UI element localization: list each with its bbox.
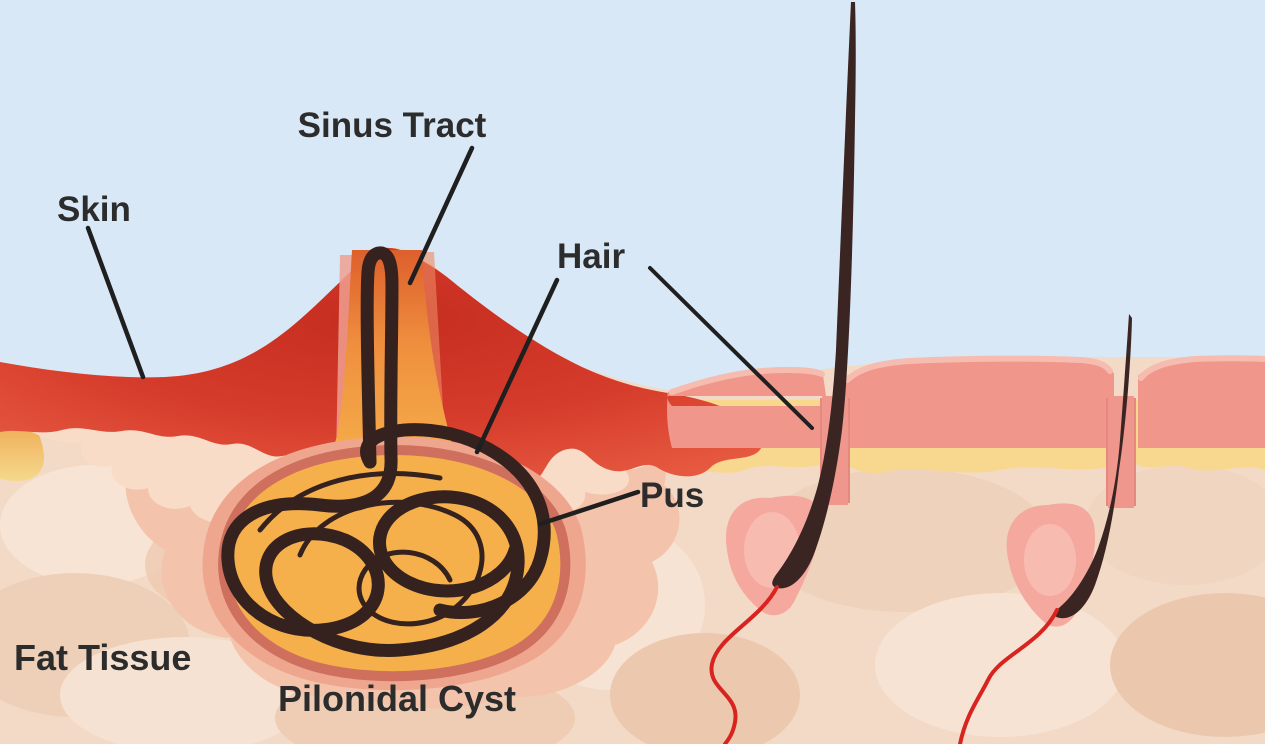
epidermis-segment <box>667 369 826 448</box>
cyst-hair-tangle <box>221 246 551 657</box>
fat-blob <box>1110 593 1265 737</box>
blood-vessel-1 <box>709 585 779 744</box>
hair-follicle-1 <box>709 2 856 744</box>
epidermis-segment <box>844 357 1114 448</box>
epidermis-highlight <box>844 355 1113 383</box>
label-skin: Skin <box>57 190 131 229</box>
epidermis-highlight <box>1138 355 1265 381</box>
label-pilonidal-cyst: Pilonidal Cyst <box>278 678 516 719</box>
hair-strand-thin <box>257 471 443 533</box>
follicle-pouch-inner <box>1024 524 1076 596</box>
hair-shaft-1 <box>772 2 856 589</box>
label-sinus-tract: Sinus Tract <box>298 106 487 145</box>
hair-strand <box>221 451 525 657</box>
hair-pointer-left <box>474 277 560 455</box>
epidermis-highlight <box>669 367 825 395</box>
label-hair: Hair <box>557 237 625 276</box>
pointer-lines <box>85 145 814 527</box>
hair-pointer-right <box>648 266 814 430</box>
pus-pointer <box>537 489 641 527</box>
epidermis-pink-layer <box>667 355 1265 448</box>
label-pus: Pus <box>640 476 704 515</box>
sinus-tract-pointer <box>407 145 475 286</box>
skin-pointer <box>85 225 146 380</box>
label-fat-tissue: Fat Tissue <box>14 637 191 678</box>
epidermis-segment <box>1138 357 1265 448</box>
hair-loop-in-tract <box>360 246 399 469</box>
fat-blob <box>610 633 800 744</box>
hair-follicle-2 <box>958 314 1132 744</box>
blood-vessel-2 <box>958 608 1059 744</box>
diagram-labels: Sinus Tract Skin Hair Pus Fat Tissue Pil… <box>14 106 704 719</box>
